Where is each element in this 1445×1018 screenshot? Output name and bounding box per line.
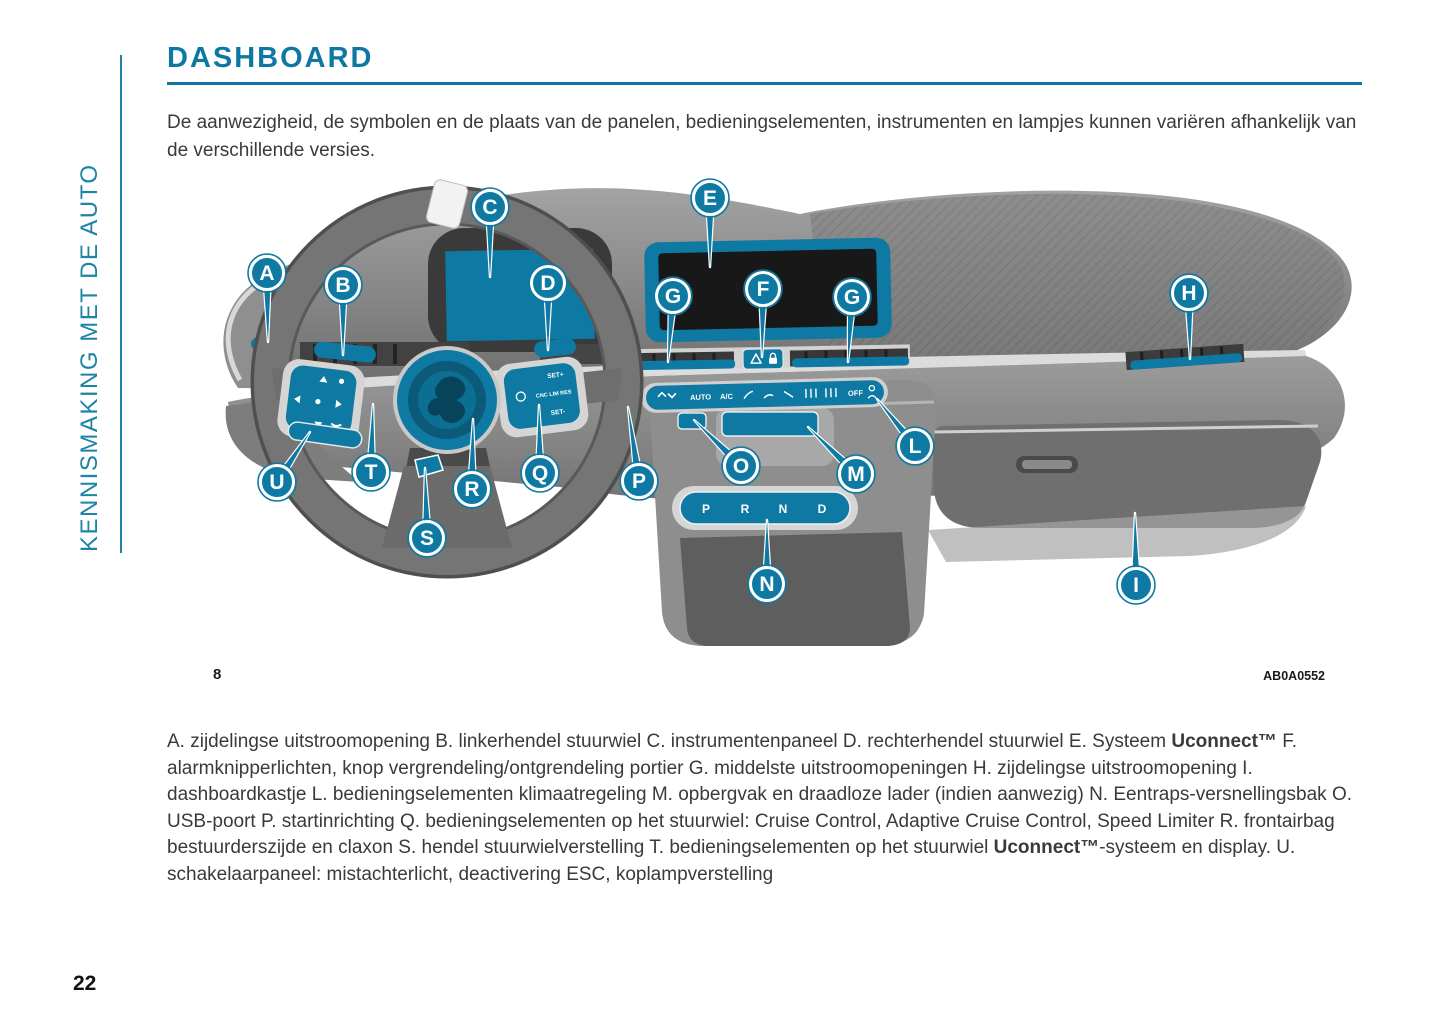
legend-segment: -systeem en display. U. schakelaarpaneel… xyxy=(167,837,1296,885)
svg-text:P: P xyxy=(632,470,646,493)
svg-text:M: M xyxy=(847,463,865,486)
callout-D: D xyxy=(528,263,568,352)
gear-d-label: D xyxy=(818,502,827,516)
wireless-charger-tray xyxy=(721,411,819,437)
svg-text:A: A xyxy=(259,262,274,285)
gear-r-label: R xyxy=(741,502,750,516)
callout-R: R xyxy=(452,417,492,509)
chapter-sidebar-label: KENNISMAKING MET DE AUTO xyxy=(76,163,103,552)
svg-text:S: S xyxy=(420,527,434,550)
climate-auto-label: AUTO xyxy=(690,392,712,402)
svg-text:R: R xyxy=(464,478,479,501)
legend-segment: F. alarmknipperlichten, knop vergrendeli… xyxy=(167,731,1353,858)
callout-Q: Q xyxy=(520,403,560,493)
hazard-lock-buttons xyxy=(742,348,784,370)
callout-I: I xyxy=(1116,511,1156,605)
gear-selector: P R N D xyxy=(672,486,858,530)
callout-G: G xyxy=(832,277,872,364)
callout-H: H xyxy=(1169,273,1209,361)
callout-S: S xyxy=(407,466,447,558)
figure-code: AB0A0552 xyxy=(1263,669,1325,683)
callout-U: U xyxy=(257,430,312,502)
legend-bold-segment: Uconnect™ xyxy=(993,837,1100,858)
svg-text:L: L xyxy=(909,435,922,458)
steering-adjust-lever xyxy=(414,454,444,478)
callout-C: C xyxy=(470,187,510,279)
svg-text:D: D xyxy=(540,272,555,295)
svg-text:E: E xyxy=(703,187,717,210)
page-title: DASHBOARD xyxy=(167,42,374,74)
callout-N: N xyxy=(747,518,787,604)
svg-text:Q: Q xyxy=(532,462,548,485)
callout-T: T xyxy=(351,402,391,492)
legend-segment: A. zijdelingse uitstroomopening B. linke… xyxy=(167,731,1172,752)
climate-off-label: OFF xyxy=(848,388,864,397)
callout-O: O xyxy=(692,418,761,486)
svg-text:F: F xyxy=(757,278,770,301)
callout-layer: A B C D E F G G H I L M N O P Q R S T U xyxy=(247,178,1209,605)
svg-text:I: I xyxy=(1133,574,1139,597)
svg-text:G: G xyxy=(665,285,681,308)
svg-text:U: U xyxy=(269,471,284,494)
title-underline xyxy=(167,82,1362,85)
callout-L: L xyxy=(875,397,935,466)
legend-text: A. zijdelingse uitstroomopening B. linke… xyxy=(167,729,1365,888)
sidebar-rule xyxy=(120,55,122,553)
callout-E: E xyxy=(690,178,730,269)
glovebox xyxy=(928,420,1322,562)
center-vents xyxy=(607,344,911,371)
svg-text:B: B xyxy=(335,274,350,297)
callout-M: M xyxy=(806,425,876,494)
right-stalk xyxy=(534,338,576,358)
legend-bold-segment: Uconnect™ xyxy=(1171,731,1277,752)
gear-n-label: N xyxy=(779,502,788,516)
title-block: DASHBOARD xyxy=(167,42,1362,85)
svg-text:T: T xyxy=(365,461,378,484)
svg-text:N: N xyxy=(759,573,774,596)
page-number: 22 xyxy=(73,972,97,995)
left-stalk xyxy=(314,341,376,363)
climate-ac-label: A/C xyxy=(720,392,734,401)
switch-panel xyxy=(287,421,363,449)
svg-text:O: O xyxy=(733,455,749,478)
callout-F: F xyxy=(743,269,783,359)
gear-p-label: P xyxy=(702,502,710,516)
svg-text:G: G xyxy=(844,286,860,309)
callout-P: P xyxy=(619,405,659,501)
cruise-middle-labels: CNC LIM RES xyxy=(536,389,573,399)
svg-text:C: C xyxy=(482,196,497,219)
cruise-set-plus-label: SET+ xyxy=(547,371,564,380)
intro-paragraph: De aanwezigheid, de symbolen en de plaat… xyxy=(167,112,1357,161)
callout-G: G xyxy=(653,276,693,364)
callout-B: B xyxy=(323,265,363,357)
dashboard-figure: AUTO A/C OFF P R N D xyxy=(210,170,1362,662)
steering-hub xyxy=(393,346,501,454)
climate-bar: AUTO A/C OFF xyxy=(641,377,888,413)
cruise-set-minus-label: SET- xyxy=(550,408,565,417)
figure-number: 8 xyxy=(213,666,222,683)
callout-A: A xyxy=(247,253,287,344)
steering-pad-right: SET+ CNC LIM RES SET- xyxy=(495,356,589,438)
dashboard-illustration: AUTO A/C OFF P R N D xyxy=(223,178,1352,646)
side-vent-right xyxy=(1125,343,1245,371)
svg-text:H: H xyxy=(1181,282,1196,305)
